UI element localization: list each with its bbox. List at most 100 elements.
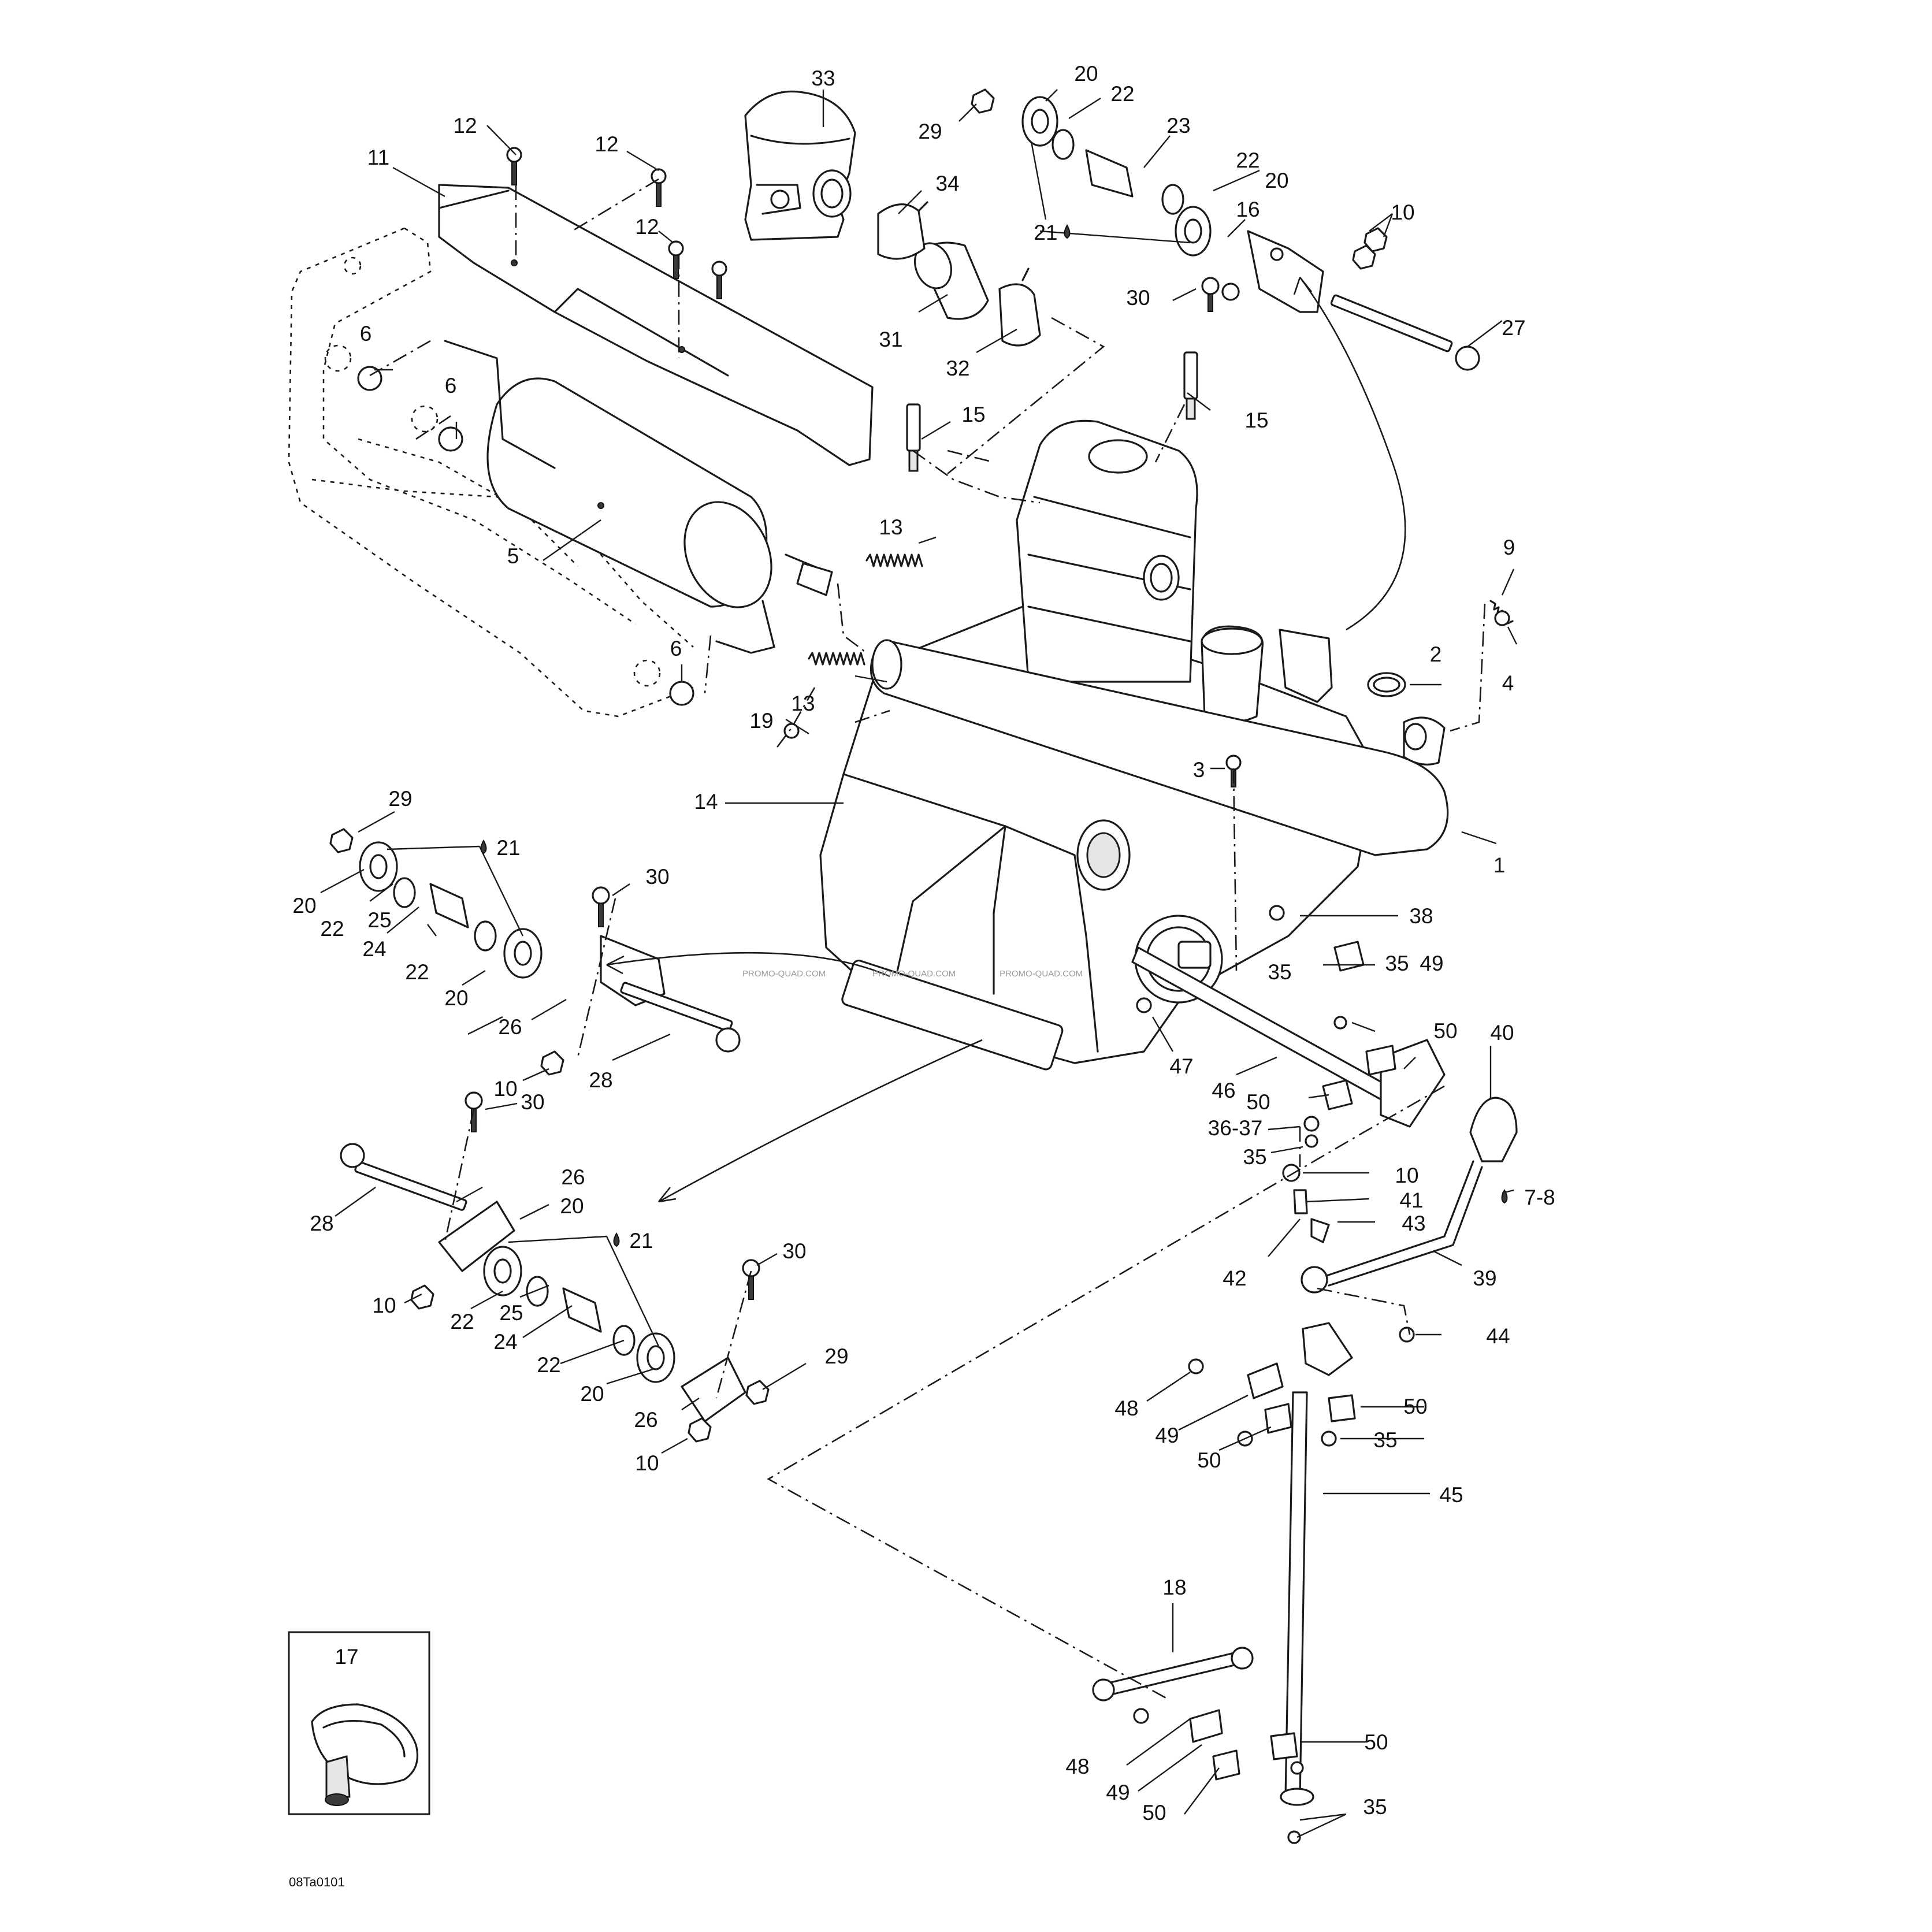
callout-33: 33 [811,66,835,90]
callout-15: 15 [961,403,985,426]
callout-10: 10 [493,1077,517,1101]
callout-50: 50 [1364,1730,1388,1754]
callout-12: 12 [635,215,659,239]
callout-22: 22 [320,917,344,941]
spark-plugs [906,351,1198,472]
callout-50: 50 [1142,1801,1166,1825]
callout-32: 32 [946,356,969,380]
callout-29: 29 [824,1344,848,1368]
watermark: PROMO-QUAD.COM [1000,969,1083,979]
callout-4: 4 [1502,671,1514,695]
callout-12: 12 [595,132,618,156]
gear-shift-linkage [1092,941,1518,1806]
drop-icon [1064,224,1071,239]
callout-50: 50 [1433,1019,1457,1043]
watermark: PROMO-QUAD.COM [742,969,826,979]
callout-23: 23 [1166,114,1190,138]
callout-30: 30 [782,1239,806,1263]
callout-21: 21 [629,1229,653,1253]
callout-46: 46 [1212,1079,1235,1102]
callout-13: 13 [879,515,902,539]
callout-50: 50 [1403,1395,1427,1418]
callout-26: 26 [561,1165,585,1189]
callout-19: 19 [749,709,773,733]
callout-29: 29 [918,120,942,143]
callout-49: 49 [1106,1781,1130,1804]
shift-clamps [1189,941,1396,1781]
callout-22: 22 [537,1353,560,1377]
callout-49: 49 [1420,952,1443,975]
callout-10: 10 [1395,1164,1418,1187]
drawing-reference: 08Ta0101 [289,1875,345,1889]
vehicle-frame-outline [288,227,694,718]
callout-6: 6 [360,322,372,345]
callout-35: 35 [1243,1145,1266,1169]
callout-25: 25 [367,908,391,932]
callout-labels: 1 2 3 4 5 6 6 6 7-8 9 10 10 10 10 10 11 … [292,62,1555,1825]
heat-shield [438,184,874,466]
callout-10: 10 [635,1451,659,1475]
callout-6: 6 [670,637,682,660]
callout-16: 16 [1236,198,1259,221]
callout-39: 39 [1473,1266,1496,1290]
callout-50: 50 [1197,1448,1221,1472]
callout-20: 20 [292,894,316,917]
assembly-lines [369,178,1486,1700]
callout-44: 44 [1486,1324,1510,1348]
callout-26: 26 [498,1015,522,1039]
drop-icon [480,839,487,854]
callout-42: 42 [1223,1266,1246,1290]
callout-22: 22 [405,960,429,984]
callout-6: 6 [445,374,457,397]
callout-10: 10 [1391,200,1414,224]
exhaust-pipe [870,629,1449,856]
intake-boot-and-clamps [877,201,1041,347]
carburetor [744,90,856,241]
callout-21: 21 [1034,221,1057,244]
callout-26: 26 [634,1408,657,1432]
callout-17: 17 [335,1645,358,1669]
callout-14: 14 [694,790,718,813]
callout-35: 35 [1373,1428,1397,1452]
callout-20: 20 [560,1194,584,1218]
routing-arrows [606,277,1406,1203]
callout-9: 9 [1503,536,1515,559]
callout-7-8: 7-8 [1524,1186,1555,1209]
callout-41: 41 [1399,1188,1423,1212]
callout-50: 50 [1246,1090,1270,1114]
callout-48: 48 [1065,1755,1089,1778]
callout-20: 20 [444,986,468,1010]
callout-47: 47 [1169,1054,1193,1078]
callout-15: 15 [1244,408,1268,432]
callout-49: 49 [1155,1424,1179,1447]
callout-5: 5 [507,544,519,568]
callout-20: 20 [580,1382,604,1406]
callout-35: 35 [1363,1795,1387,1819]
callout-30: 30 [521,1090,544,1114]
callout-1: 1 [1493,853,1506,877]
callout-22: 22 [1110,82,1134,106]
callout-10: 10 [372,1294,396,1317]
callout-45: 45 [1439,1483,1463,1507]
muffler [444,340,833,654]
callout-38: 38 [1409,904,1433,928]
engine-mounts [340,230,1480,1422]
callout-48: 48 [1114,1396,1138,1420]
callout-27: 27 [1502,316,1525,340]
inset-part-17 [288,1631,430,1815]
callout-18: 18 [1162,1576,1186,1599]
callout-12: 12 [453,114,477,138]
callout-43: 43 [1402,1212,1425,1235]
leader-lines [320,89,1518,1838]
callout-2: 2 [1430,642,1442,666]
watermarks: PROMO-QUAD.COM PROMO-QUAD.COM PROMO-QUAD… [742,969,1083,979]
callout-22: 22 [450,1310,474,1333]
callout-30: 30 [1126,286,1150,310]
callout-40: 40 [1490,1021,1514,1045]
callout-21: 21 [496,836,520,860]
callout-36-37: 36-37 [1208,1116,1263,1140]
rubber-mounts [359,96,1212,1383]
callout-34: 34 [935,172,959,195]
callout-11: 11 [367,146,389,169]
